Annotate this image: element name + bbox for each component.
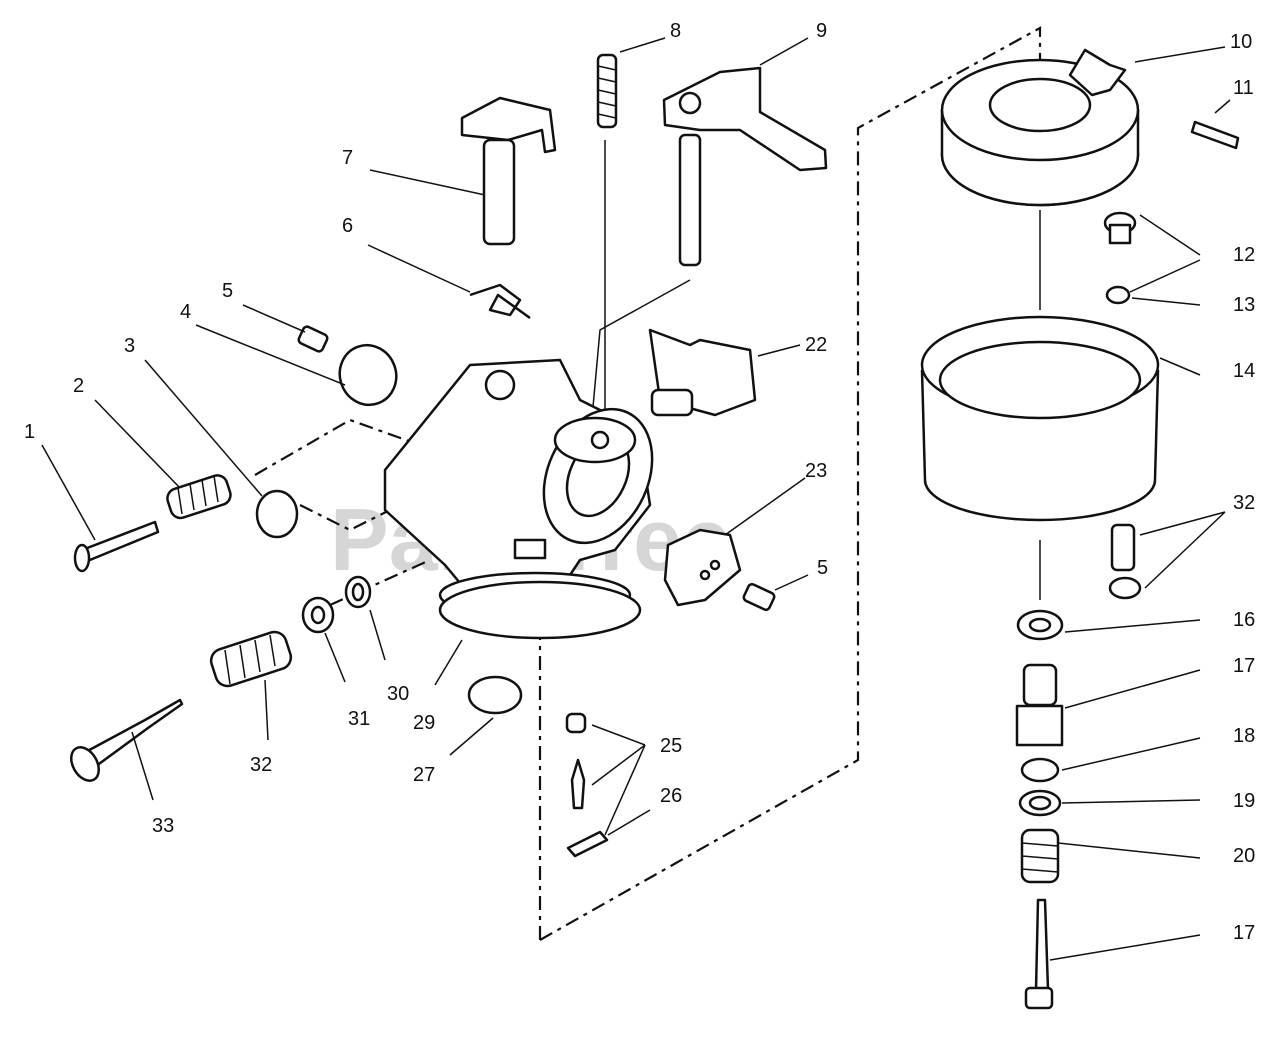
part-27-gasket xyxy=(467,675,523,715)
part-10-float xyxy=(940,48,1140,207)
label-32-right: 32 xyxy=(1233,492,1255,514)
part-25-needle-seat xyxy=(565,712,587,810)
label-19: 19 xyxy=(1233,790,1255,812)
label-17-upper: 17 xyxy=(1233,655,1255,677)
part-30-o-ring xyxy=(344,575,372,609)
label-5-lower: 5 xyxy=(817,557,828,579)
part-1-screw xyxy=(73,520,160,573)
label-30: 30 xyxy=(387,683,409,705)
part-33-mixture-needle xyxy=(70,698,184,782)
part-16-washer xyxy=(1016,609,1064,641)
part-20-spring xyxy=(1020,828,1060,884)
part-17-needle xyxy=(1024,898,1054,1010)
label-9: 9 xyxy=(816,20,827,42)
part-7-throttle-shaft xyxy=(460,96,557,246)
label-25: 25 xyxy=(660,735,682,757)
part-26-clip xyxy=(566,830,609,858)
label-4: 4 xyxy=(180,301,191,323)
label-23: 23 xyxy=(805,460,827,482)
part-31-washer xyxy=(301,596,335,634)
label-26: 26 xyxy=(660,785,682,807)
alignment-line-left xyxy=(254,418,431,607)
alignment-line-fuel xyxy=(589,140,691,441)
label-10: 10 xyxy=(1230,31,1252,53)
label-7: 7 xyxy=(342,147,353,169)
part-5-screw-lower xyxy=(742,582,776,612)
part-14-float-bowl xyxy=(920,315,1160,522)
part-11-pin xyxy=(1190,120,1240,150)
label-27: 27 xyxy=(413,764,435,786)
part-3-welch-plug xyxy=(255,489,299,539)
label-14: 14 xyxy=(1233,360,1255,382)
label-1: 1 xyxy=(24,421,35,443)
part-32-spring-left xyxy=(209,630,293,688)
part-13-washer xyxy=(1105,285,1131,305)
label-11: 11 xyxy=(1233,77,1254,99)
label-13: 13 xyxy=(1233,294,1255,316)
label-22: 22 xyxy=(805,334,827,356)
part-5-screw-upper xyxy=(297,325,329,353)
label-6: 6 xyxy=(342,215,353,237)
label-31: 31 xyxy=(348,708,370,730)
callout-labels: 1 2 3 4 5 6 7 8 9 10 11 12 13 14 32 16 1… xyxy=(24,20,1255,944)
part-8-spring xyxy=(596,53,618,129)
part-4-throttle-plate xyxy=(338,343,398,407)
part-12-bowl-screw xyxy=(1103,211,1137,245)
label-2: 2 xyxy=(73,375,84,397)
label-8: 8 xyxy=(670,20,681,42)
part-19-o-ring xyxy=(1018,789,1062,817)
label-33: 33 xyxy=(152,815,174,837)
label-17-lower: 17 xyxy=(1233,922,1255,944)
leader-lines xyxy=(41,37,1231,961)
label-12: 12 xyxy=(1233,244,1255,266)
label-32-left: 32 xyxy=(250,754,272,776)
part-23-plate xyxy=(663,528,742,607)
part-18-washer xyxy=(1020,757,1060,783)
label-5-upper: 5 xyxy=(222,280,233,302)
label-3: 3 xyxy=(124,335,135,357)
label-20: 20 xyxy=(1233,845,1255,867)
label-18: 18 xyxy=(1233,725,1255,747)
part-9-choke-shaft xyxy=(662,66,828,267)
label-29: 29 xyxy=(413,712,435,734)
part-32-spring-right xyxy=(1108,523,1142,600)
part-2-spring xyxy=(166,474,232,520)
part-6-spring xyxy=(469,283,531,320)
carburetor-body xyxy=(383,358,654,640)
label-16: 16 xyxy=(1233,609,1255,631)
part-17-bowl-nut xyxy=(1015,663,1064,747)
part-22-fuel-fitting xyxy=(648,328,757,417)
